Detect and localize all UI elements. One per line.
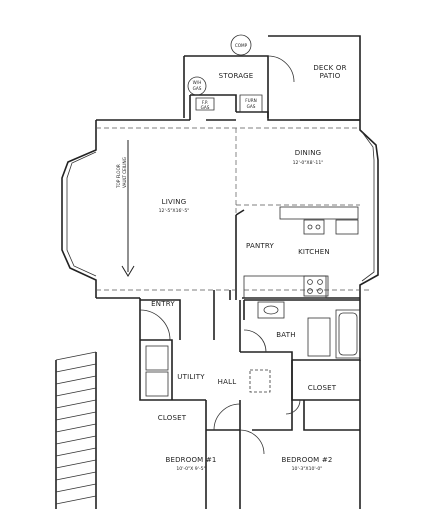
fp-gas-label-1: F.P. xyxy=(202,100,208,105)
doors xyxy=(139,55,301,455)
bedroom2-label: BEDROOM #2 xyxy=(281,456,332,464)
bedroom1-dimensions: 10'-0"X 9'-5" xyxy=(176,466,205,472)
washer-dryer xyxy=(145,345,169,397)
storage-label: STORAGE xyxy=(219,72,254,80)
furn-gas-label-1: FURN xyxy=(245,98,257,103)
living-label: LIVING xyxy=(162,198,187,206)
utility-label: UTILITY xyxy=(177,373,205,381)
patio-label: PATIO xyxy=(320,72,341,80)
comp-label: COMP xyxy=(235,43,248,48)
kitchen-label: KITCHEN xyxy=(298,248,330,256)
stairs xyxy=(55,351,97,509)
bedroom2-dimensions: 10'-3"X10'-0" xyxy=(292,466,323,472)
dashed-lines xyxy=(96,127,370,291)
comp-unit xyxy=(230,34,252,56)
water-heater xyxy=(187,76,207,96)
exterior-walls xyxy=(61,35,379,509)
ceiling-label-2: VAULT CEILING xyxy=(122,157,127,188)
deck-label: DECK OR xyxy=(313,64,346,72)
bath-label: BATH xyxy=(276,331,295,339)
interior-walls xyxy=(140,94,360,509)
bath-fixtures xyxy=(257,301,361,359)
dining-label: DINING xyxy=(295,149,322,157)
hall-label: HALL xyxy=(218,378,237,386)
fp-gas-label-2: GAS xyxy=(201,105,210,110)
wh-gas-label-2: GAS xyxy=(193,86,202,91)
kitchen-counters xyxy=(243,206,359,299)
entry-label: ENTRY xyxy=(151,300,175,308)
closet-right-label: CLOSET xyxy=(308,384,337,392)
living-dimensions: 12'-5"X16'-5" xyxy=(159,208,190,214)
bedroom1-label: BEDROOM #1 xyxy=(165,456,216,464)
pantry-label: PANTRY xyxy=(246,242,274,250)
dining-dimensions: 12'-0"X8'-11" xyxy=(293,160,324,166)
closet-left-label: CLOSET xyxy=(158,414,187,422)
furn-gas-label-2: GAS xyxy=(247,104,256,109)
ceiling-label-1: TOP FLOOR xyxy=(116,164,121,189)
vault-arrow xyxy=(121,140,135,277)
wh-gas-label-1: W/H xyxy=(193,80,202,85)
